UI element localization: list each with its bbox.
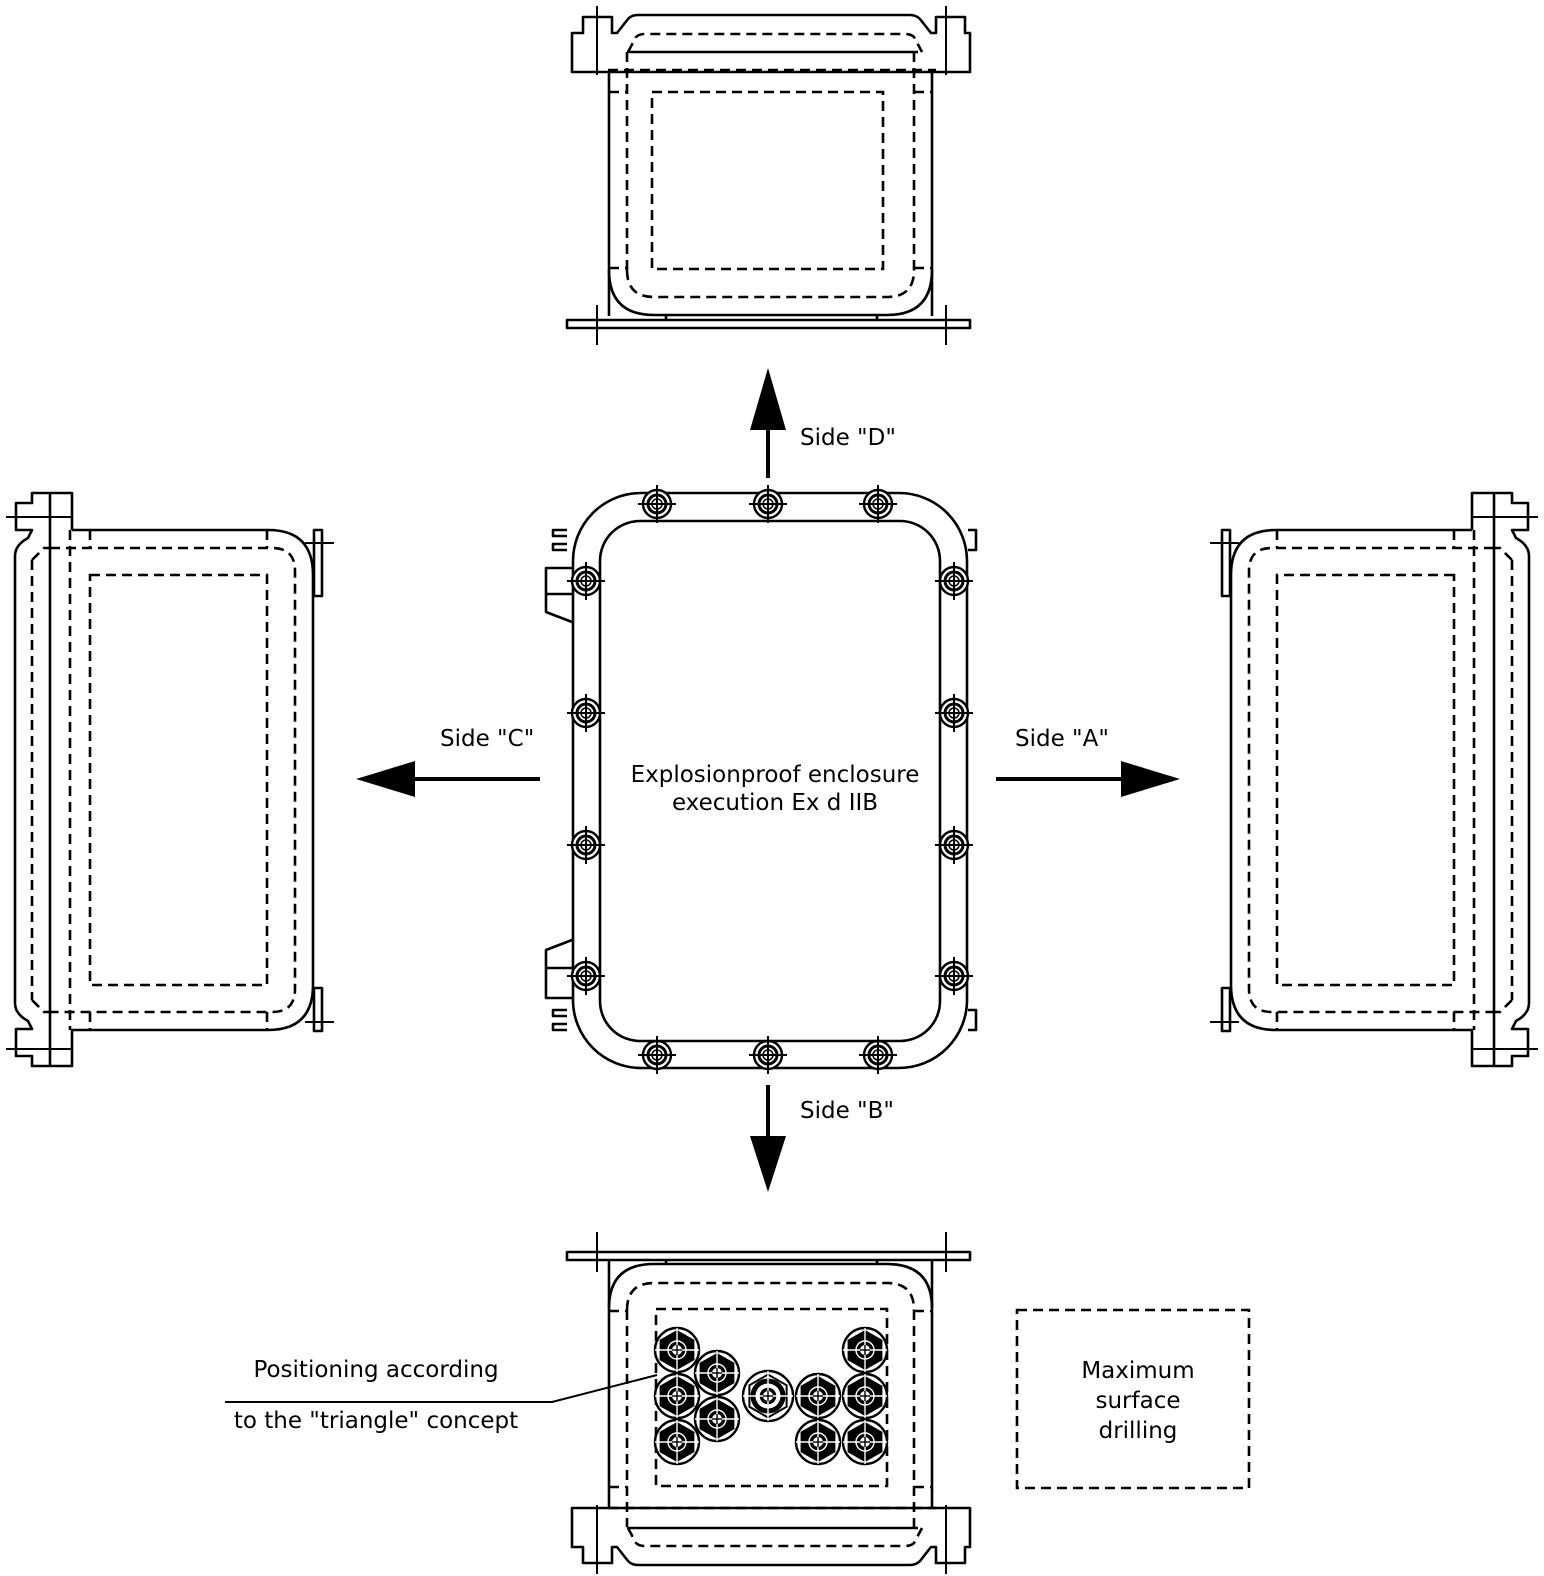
legend-line3: drilling — [1099, 1418, 1178, 1444]
bolt-icon — [859, 485, 897, 523]
bolt-icon — [567, 694, 605, 732]
bolt-icon — [935, 562, 973, 600]
cable-gland-icon — [693, 1395, 741, 1443]
bolt-icon — [859, 1036, 897, 1074]
bolt-icon — [749, 485, 787, 523]
enclosure-title-line2: execution Ex d IIB — [672, 790, 878, 816]
arrow-left-icon — [356, 761, 540, 797]
bolt-icon — [935, 826, 973, 864]
cable-gland-icon — [841, 1418, 889, 1466]
cable-gland-icon — [794, 1418, 842, 1466]
enclosure-title-line1: Explosionproof enclosure — [631, 762, 920, 788]
bolt-icon — [935, 694, 973, 732]
side-c-view — [6, 491, 334, 1068]
cable-gland-icon — [693, 1349, 741, 1397]
bolt-icon — [567, 562, 605, 600]
side-d-view — [565, 6, 972, 345]
cable-gland-icon — [841, 1372, 889, 1420]
triangle-callout: Positioning according to the "triangle" … — [225, 1357, 658, 1434]
cable-gland-icon — [653, 1326, 701, 1374]
bolt-icon — [638, 1036, 676, 1074]
bolt-icon — [567, 957, 605, 995]
cable-gland-icon — [794, 1372, 842, 1420]
side-a-view — [1210, 491, 1538, 1068]
cable-gland-icon — [741, 1369, 795, 1423]
arrow-right-icon — [996, 761, 1180, 797]
bolt-icon — [935, 957, 973, 995]
side-d-label: Side "D" — [800, 425, 896, 451]
legend-line1: Maximum — [1081, 1358, 1194, 1384]
side-c-label: Side "C" — [440, 726, 534, 752]
side-b-view — [565, 1232, 972, 1574]
bolt-icon — [638, 485, 676, 523]
max-drilling-legend: Maximum surface drilling — [1015, 1308, 1251, 1490]
arrow-down-icon — [750, 1085, 786, 1192]
cable-gland-icon — [653, 1418, 701, 1466]
bolt-icon — [749, 1036, 787, 1074]
callout-line1: Positioning according — [253, 1357, 498, 1383]
side-b-label: Side "B" — [800, 1098, 894, 1124]
enclosure-front-view: Explosionproof enclosure execution Ex d … — [544, 485, 978, 1074]
side-a-label: Side "A" — [1015, 726, 1109, 752]
legend-line2: surface — [1095, 1388, 1180, 1414]
arrow-up-icon — [750, 368, 786, 478]
cable-glands — [653, 1326, 889, 1466]
cable-gland-icon — [841, 1326, 889, 1374]
callout-line2: to the "triangle" concept — [234, 1408, 518, 1434]
cable-gland-icon — [653, 1372, 701, 1420]
bolt-icon — [567, 826, 605, 864]
